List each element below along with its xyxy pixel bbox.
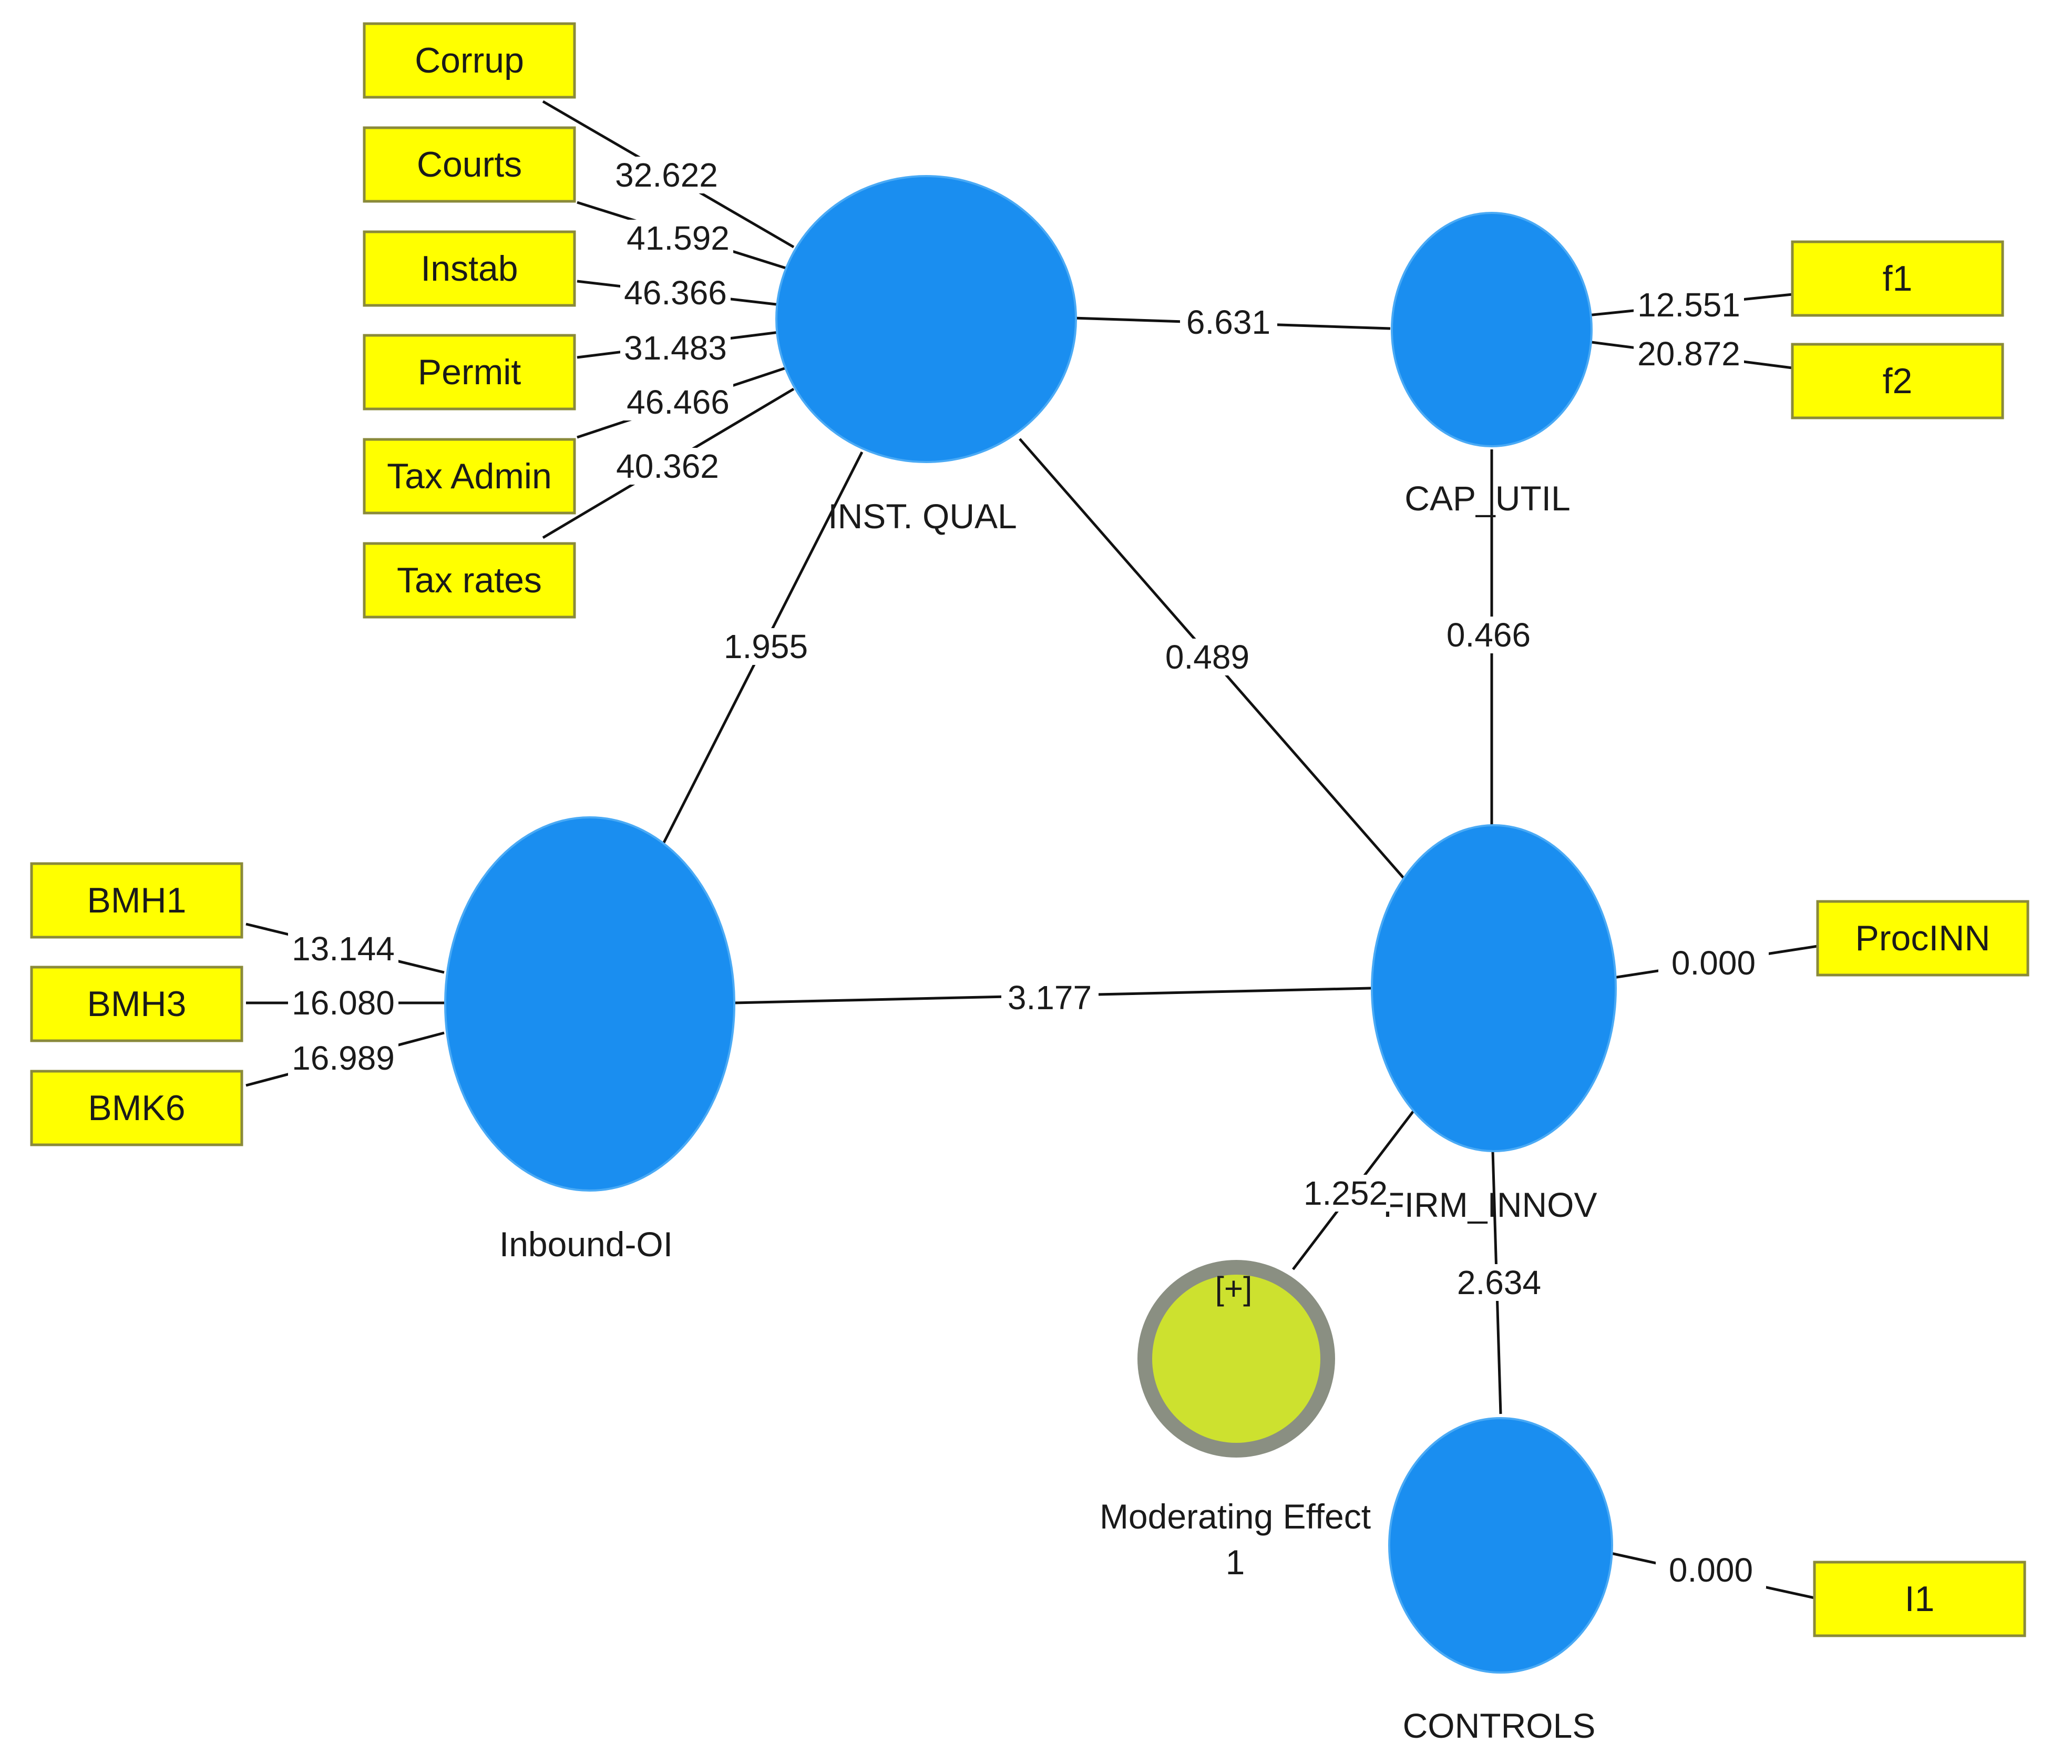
moderating-expand-icon[interactable]: [+] bbox=[1215, 1271, 1253, 1307]
weight-label-bmh1: 13.144 bbox=[288, 930, 398, 968]
indicator-tax-admin[interactable]: Tax Admin bbox=[363, 438, 576, 515]
construct-inbound-oi[interactable] bbox=[444, 816, 735, 1192]
weight-value: 20.872 bbox=[1637, 335, 1740, 373]
weight-label-tax-rates: 40.362 bbox=[612, 447, 723, 485]
indicator-label: Instab bbox=[420, 249, 518, 289]
weight-value: 32.622 bbox=[615, 156, 718, 194]
indicator-bmk6[interactable]: BMK6 bbox=[30, 1070, 243, 1146]
indicator-label: BMH1 bbox=[87, 880, 187, 920]
construct-label-firm-innov: FIRM_INNOV bbox=[1383, 1185, 1597, 1224]
indicator-permit[interactable]: Permit bbox=[363, 334, 576, 411]
coef-label-moderating-firminnov: 1.252 bbox=[1301, 1174, 1390, 1212]
coef-label-caputil-firminnov: 0.466 bbox=[1440, 616, 1537, 654]
coef-label-controls-firminnov: 2.634 bbox=[1451, 1264, 1548, 1301]
weight-value: 13.144 bbox=[292, 930, 395, 968]
indicator-label: I1 bbox=[1905, 1579, 1935, 1619]
weight-value: 12.551 bbox=[1637, 286, 1740, 324]
weight-label-permit: 31.483 bbox=[620, 329, 731, 367]
weight-label-i1: 0.000 bbox=[1656, 1551, 1766, 1589]
construct-label-cap-util: CAP_UTIL bbox=[1404, 479, 1570, 518]
construct-label-moderating-line1: Moderating Effect bbox=[1100, 1497, 1371, 1536]
indicator-label: ProcINN bbox=[1855, 918, 1991, 958]
construct-label-controls: CONTROLS bbox=[1403, 1706, 1596, 1745]
moderating-effect-fill bbox=[1152, 1275, 1320, 1443]
weight-value: 40.362 bbox=[616, 447, 719, 485]
weight-label-instab: 46.366 bbox=[620, 274, 731, 312]
indicator-corrup[interactable]: Corrup bbox=[363, 22, 576, 99]
indicator-label: f2 bbox=[1883, 361, 1913, 401]
construct-moderating-effect[interactable] bbox=[1137, 1260, 1335, 1458]
weight-value: 16.080 bbox=[292, 984, 395, 1022]
construct-label-moderating-line2: 1 bbox=[1226, 1543, 1245, 1582]
weight-label-bmk6: 16.989 bbox=[288, 1039, 398, 1077]
indicator-label: Corrup bbox=[415, 40, 524, 80]
weight-value: 0.000 bbox=[1671, 944, 1756, 982]
weight-value: 46.466 bbox=[627, 383, 730, 421]
weight-value: 46.366 bbox=[624, 274, 727, 312]
indicator-tax-rates[interactable]: Tax rates bbox=[363, 542, 576, 619]
construct-label-inbound-oi: Inbound-OI bbox=[499, 1225, 673, 1264]
construct-firm-innov[interactable] bbox=[1371, 824, 1617, 1152]
indicator-label: Courts bbox=[417, 145, 522, 184]
weight-label-tax-admin: 46.466 bbox=[623, 383, 733, 421]
coef-value: 1.252 bbox=[1304, 1174, 1388, 1212]
indicator-i1[interactable]: I1 bbox=[1813, 1561, 2026, 1637]
weight-label-f1: 12.551 bbox=[1634, 286, 1744, 324]
indicator-label: f1 bbox=[1883, 259, 1913, 299]
indicator-label: Tax Admin bbox=[387, 456, 552, 496]
coef-value: 3.177 bbox=[1008, 979, 1092, 1017]
weight-value: 0.000 bbox=[1669, 1551, 1753, 1589]
indicator-label: Permit bbox=[418, 352, 521, 392]
coef-value: 0.489 bbox=[1165, 638, 1249, 676]
indicator-instab[interactable]: Instab bbox=[363, 230, 576, 307]
construct-controls[interactable] bbox=[1388, 1417, 1613, 1674]
weight-label-corrup: 32.622 bbox=[611, 156, 722, 194]
indicator-courts[interactable]: Courts bbox=[363, 126, 576, 203]
coef-label-inboundoi-firminnov: 3.177 bbox=[1001, 979, 1099, 1017]
indicator-label: Tax rates bbox=[397, 560, 542, 600]
weight-value: 31.483 bbox=[624, 329, 727, 367]
coef-value: 1.955 bbox=[724, 628, 808, 665]
indicator-f2[interactable]: f2 bbox=[1791, 343, 2004, 419]
coef-value: 0.466 bbox=[1447, 616, 1531, 654]
coef-label-instqual-firminnov: 0.489 bbox=[1159, 638, 1256, 676]
construct-cap-util[interactable] bbox=[1391, 212, 1593, 447]
indicator-label: BMK6 bbox=[88, 1088, 185, 1128]
construct-label-inst-qual: INST. QUAL bbox=[828, 497, 1017, 536]
weight-value: 16.989 bbox=[292, 1039, 395, 1077]
weight-label-bmh3: 16.080 bbox=[288, 984, 398, 1022]
weight-label-procinn: 0.000 bbox=[1658, 944, 1769, 982]
construct-inst-qual[interactable] bbox=[775, 175, 1077, 463]
indicator-bmh1[interactable]: BMH1 bbox=[30, 862, 243, 939]
coef-label-instqual-inboundoi: 1.955 bbox=[717, 628, 815, 665]
indicator-bmh3[interactable]: BMH3 bbox=[30, 966, 243, 1042]
weight-label-courts: 41.592 bbox=[623, 219, 733, 257]
indicator-procinn[interactable]: ProcINN bbox=[1816, 900, 2029, 977]
weight-value: 41.592 bbox=[627, 219, 730, 257]
coef-label-instqual-caputil: 6.631 bbox=[1180, 303, 1277, 341]
coef-value: 6.631 bbox=[1186, 303, 1270, 341]
weight-label-f2: 20.872 bbox=[1634, 335, 1744, 373]
indicator-label: BMH3 bbox=[87, 984, 187, 1024]
coef-value: 2.634 bbox=[1457, 1264, 1541, 1301]
indicator-f1[interactable]: f1 bbox=[1791, 240, 2004, 317]
